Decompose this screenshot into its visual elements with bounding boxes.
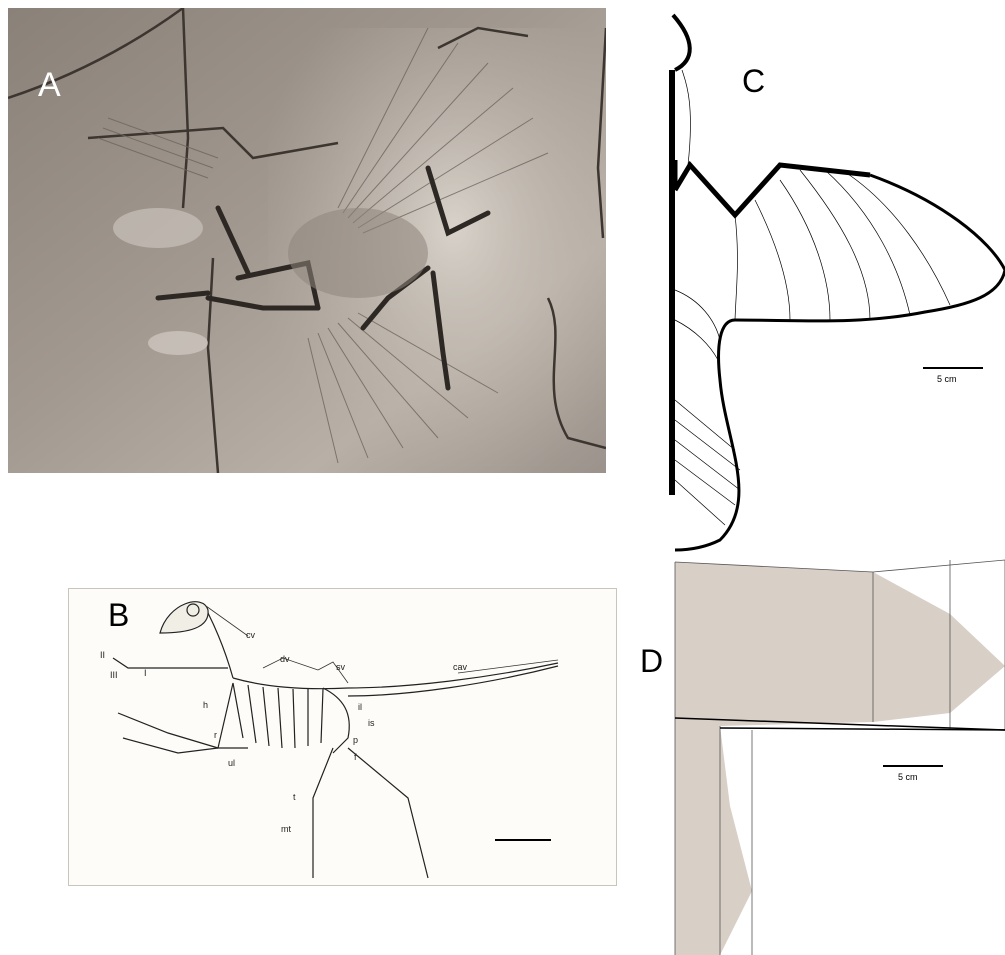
panel-b-label: B <box>108 597 129 633</box>
panel-c-label: C <box>742 63 765 99</box>
fossil-photo: A <box>8 8 606 473</box>
panel-c-scale-label: 5 cm <box>937 374 957 384</box>
annotation-p: p <box>353 735 358 745</box>
annotation-r: r <box>214 730 217 740</box>
annotation-il: il <box>358 702 362 712</box>
annotation-mt: mt <box>281 824 291 834</box>
annotation-ul: ul <box>228 758 235 768</box>
annotation-dv: dv <box>280 654 290 664</box>
model-shape <box>675 562 1005 955</box>
panel-d-label: D <box>640 643 663 679</box>
annotation-ii: II <box>100 650 105 660</box>
annotation-i: I <box>144 668 147 678</box>
skeleton-drawing: B <box>68 588 617 886</box>
annotation-iii: III <box>110 670 118 680</box>
panel-c-wing-outline: C 5 cm <box>640 0 1005 558</box>
panel-a-fossil-photo: A <box>8 8 606 473</box>
annotation-sv: sv <box>336 662 346 672</box>
annotation-is: is <box>368 718 375 728</box>
geometric-model-drawing: D 5 cm <box>640 556 1005 955</box>
panel-d-geometric-model: D 5 cm <box>640 556 1005 955</box>
annotation-h: h <box>203 700 208 710</box>
panel-b-skeleton-drawing: B <box>68 588 617 886</box>
annotation-cav: cav <box>453 662 468 672</box>
panel-d-scale-label: 5 cm <box>898 772 918 782</box>
wing-outline-drawing: C 5 cm <box>640 0 1005 558</box>
panel-a-label: A <box>38 66 61 104</box>
annotation-cv: cv <box>246 630 256 640</box>
